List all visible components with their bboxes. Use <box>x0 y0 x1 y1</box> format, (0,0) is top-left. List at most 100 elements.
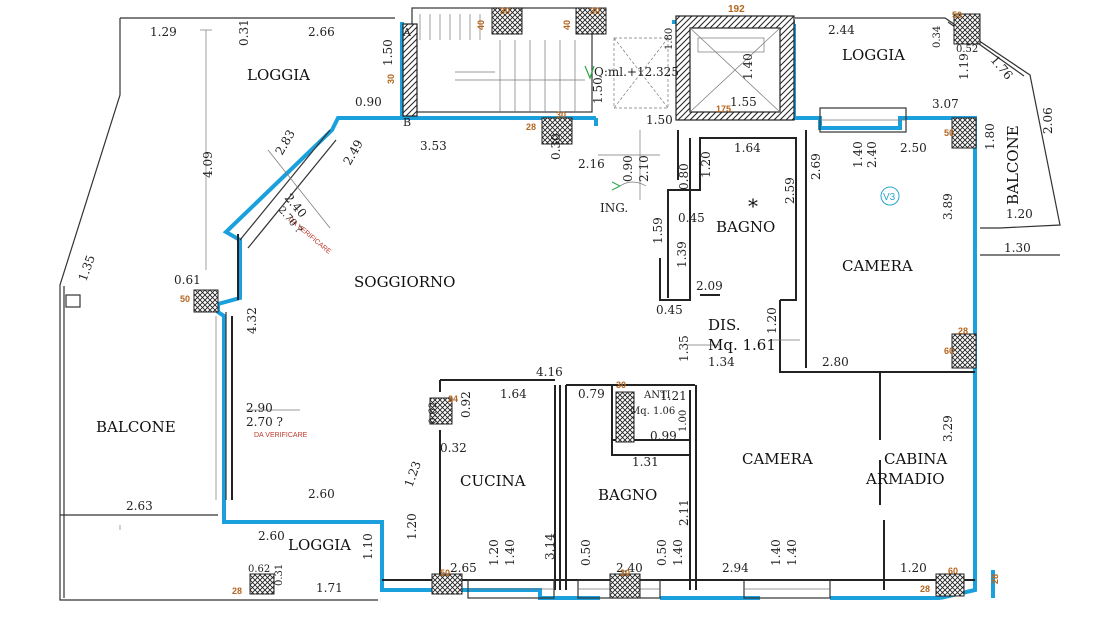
dim-label: 3.29 <box>941 415 955 442</box>
dim-label: 1.40 <box>503 539 517 566</box>
pillar-label: 30 <box>616 380 626 390</box>
pillar-label: 30 <box>500 6 510 16</box>
pillar-label: 60 <box>948 566 958 576</box>
dim-label: 1.50 <box>381 39 395 66</box>
dim-label: 2.60 <box>258 529 285 543</box>
pillar-label: 28 <box>526 122 536 132</box>
dim-label: 2.44 <box>828 23 855 37</box>
dim-label: 2.11 <box>677 499 691 526</box>
dim-label: 1.64 <box>500 387 527 401</box>
dim-label: 2.06 <box>1041 107 1055 134</box>
room-cabina: CABINA <box>884 450 947 468</box>
pillar-label: 28 <box>958 326 968 336</box>
dim-label: 0.61 <box>174 273 201 287</box>
pillar-label: 175 <box>716 104 731 114</box>
dim-label: 1.55 <box>730 95 757 109</box>
room-balcone-right: BALCONE <box>1004 125 1022 205</box>
pillar-label: 28 <box>920 584 930 594</box>
dim-label: 0.52 <box>956 44 978 55</box>
dim-label: 2.69 <box>809 153 823 180</box>
star-marker: * <box>748 194 758 218</box>
pillar-label: 40 <box>562 20 572 30</box>
dim-label: 0.30 <box>549 133 563 160</box>
dim-label: 0.50 <box>579 539 593 566</box>
dim-label: 1.21 <box>660 389 687 403</box>
floor-level: Q:ml.+12.325 <box>594 65 679 79</box>
v3-marker: V3 <box>883 192 896 203</box>
dim-label: 0.79 <box>578 387 605 401</box>
dim-label: 1.20 <box>765 307 779 334</box>
dim-label: 2.49 <box>340 137 365 167</box>
dim-label: 3.07 <box>932 97 959 111</box>
door-markers <box>65 181 900 308</box>
dim-label: 2.70 ? <box>246 415 283 429</box>
stairwell <box>402 7 669 117</box>
dim-label: 2.83 <box>272 127 297 157</box>
room-soggiorno: SOGGIORNO <box>354 273 455 291</box>
dim-label: 1.40 <box>851 141 865 168</box>
dim-label: 0.45 <box>656 303 683 317</box>
dim-label: 2.59 <box>783 177 797 204</box>
pillar-label: 50 <box>440 568 450 578</box>
room-dis-area: Mq. 1.61 <box>708 336 776 354</box>
dim-label: 2.90 <box>246 401 273 415</box>
dim-label: 0.50 <box>655 539 669 566</box>
pillar-label: 50 <box>952 10 962 20</box>
dim-label: 2.60 <box>308 487 335 501</box>
dim-label: 0.62 <box>248 564 270 575</box>
pillar-label: 24 <box>448 394 458 404</box>
entrance-label: ING. <box>600 201 628 215</box>
dim-label: 1.59 <box>651 217 665 244</box>
dim-label: 2.09 <box>696 279 723 293</box>
dim-label: 1.50 <box>646 113 673 127</box>
pillar-label: 30 <box>556 110 566 120</box>
dim-label: 2.94 <box>722 561 749 575</box>
dim-label: 2.80 <box>822 355 849 369</box>
anti-area: Mq. 1.06 <box>630 406 675 417</box>
dim-label: 192 <box>728 4 745 15</box>
dim-label: 2.65 <box>450 561 477 575</box>
pillar-label: 28 <box>232 586 242 596</box>
room-loggia-top-right: LOGGIA <box>842 46 905 64</box>
room-cucina: CUCINA <box>460 472 526 490</box>
dim-label: 1.50 <box>591 77 605 104</box>
dim-label: 1.30 <box>1004 241 1031 255</box>
dim-label: 1.40 <box>785 539 799 566</box>
dim-label: 1.19 <box>957 53 971 80</box>
note-verify-2: DA VERIFICARE <box>254 432 308 439</box>
dim-label: 1.80 <box>983 123 997 150</box>
room-dis: DIS. <box>708 316 740 334</box>
dim-label: 4.16 <box>536 365 563 379</box>
dim-label: 1.64 <box>734 141 761 155</box>
dim-label: 0.31 <box>274 564 285 586</box>
dim-label: 0.80 <box>677 163 691 190</box>
dim-label: 3.89 <box>941 193 955 220</box>
dim-label: 1.40 <box>741 53 755 80</box>
dim-label: 1.23 <box>402 459 424 489</box>
dim-label: 3.14 <box>543 533 557 560</box>
dim-label: 2.16 <box>578 157 605 171</box>
dim-label: 1.35 <box>76 253 98 283</box>
dim-label: 2.10 <box>637 155 651 182</box>
dimension-lines <box>119 29 800 530</box>
pillar-labels: 40 30 40 30 28 30 50 30 50 28 60 28 50 3… <box>180 6 1000 596</box>
dim-label: 0.99 <box>650 429 677 443</box>
marker-b: B <box>403 116 411 129</box>
dim-label: 4.09 <box>201 151 215 178</box>
dim-label: 4.32 <box>245 307 259 334</box>
pillar-label: 60 <box>944 346 954 356</box>
dimension-labels: 1.29 0.31 2.66 1.50 0.90 4.09 2.83 2.49 … <box>76 4 1055 595</box>
room-loggia-top-left: LOGGIA <box>247 66 310 84</box>
elevator <box>675 15 795 121</box>
dim-label: 3.53 <box>420 139 447 153</box>
dim-label: 2.40 <box>865 141 879 168</box>
dim-label: 2.66 <box>308 25 335 39</box>
room-bagno-bottom: BAGNO <box>598 486 657 504</box>
dim-label: 0.31 <box>237 19 251 46</box>
dim-label: 2.40 <box>616 561 643 575</box>
dim-label: 2.63 <box>126 499 153 513</box>
pillar-label: 30 <box>620 568 630 578</box>
dim-label: 1.20 <box>405 513 419 540</box>
dim-label: 1.20 <box>699 151 713 178</box>
pillar-label: 28 <box>990 574 1000 584</box>
